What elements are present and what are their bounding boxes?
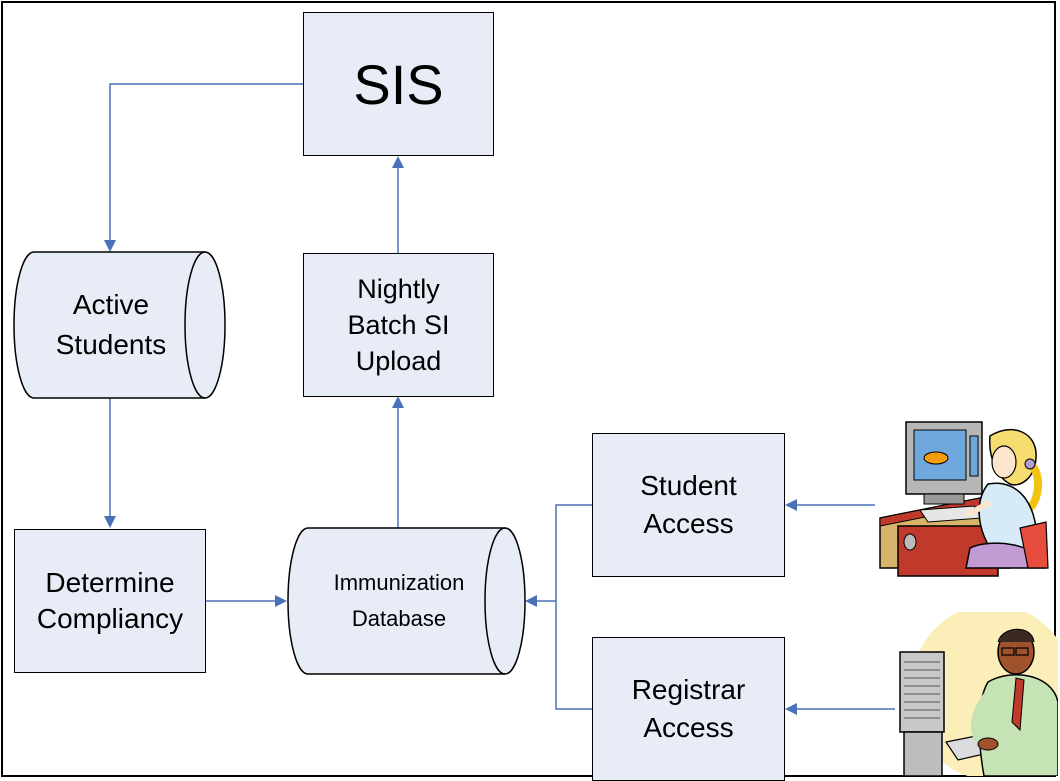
determine-compliancy-label: Determine Compliancy xyxy=(36,567,184,634)
immunization-database-label: Immunization Database xyxy=(333,570,465,631)
determine-compliancy-box: Determine Compliancy xyxy=(14,529,206,673)
active-students-label: Active Students xyxy=(55,289,167,360)
registrar-access-label: Registrar Access xyxy=(631,674,746,743)
connector-student-access xyxy=(555,504,592,601)
registrar-access-box: Registrar Access xyxy=(592,637,785,781)
nightly-batch-box: Nightly Batch SI Upload xyxy=(303,253,494,397)
man-at-computer-icon xyxy=(899,612,1058,776)
active-students-cylinder xyxy=(13,251,226,399)
arrow-sis-to-active-students xyxy=(104,83,303,252)
student-access-label: Student Access xyxy=(640,470,737,539)
connector-registrar-access xyxy=(555,601,592,710)
woman-at-computer-icon xyxy=(879,421,1049,577)
immunization-database-cylinder xyxy=(287,527,526,675)
student-access-box: Student Access xyxy=(592,433,785,577)
sis-box: SIS xyxy=(303,12,494,156)
nightly-batch-label: Nightly Batch SI Upload xyxy=(347,274,450,376)
sis-label: SIS xyxy=(353,52,444,116)
